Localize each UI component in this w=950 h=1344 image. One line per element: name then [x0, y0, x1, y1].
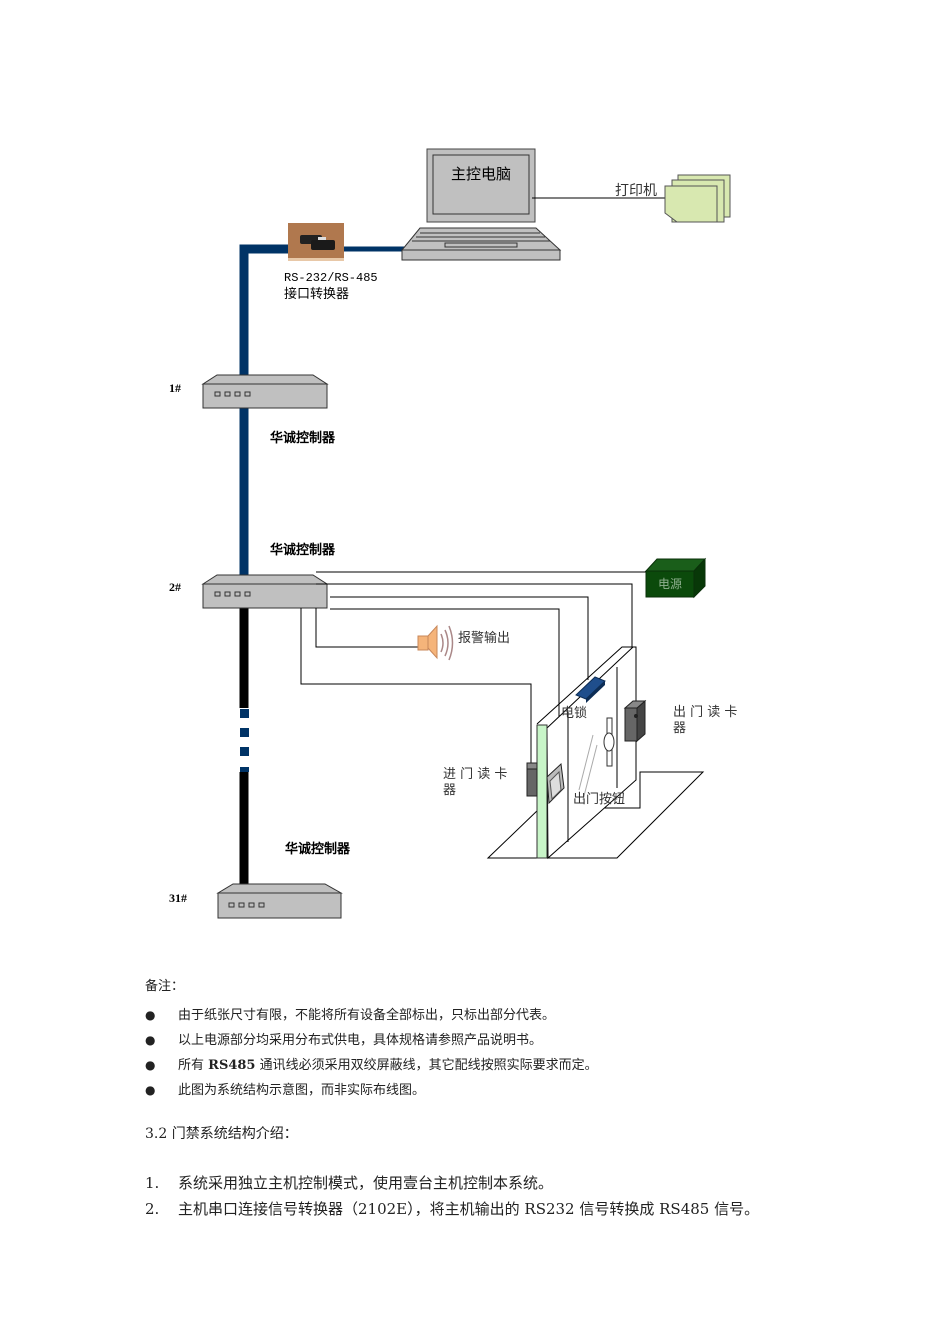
controller-2-icon: [201, 574, 329, 609]
bullet-icon: ●: [145, 1008, 156, 1022]
controller-1-label: 华诚控制器: [270, 430, 336, 446]
card-reader-plate-icon: [546, 762, 565, 805]
bus-dash: [240, 728, 249, 737]
step-text: 系统采用独立主机控制模式，使用壹台主机控制本系统。: [178, 1174, 554, 1192]
bus-segment-top: [239, 244, 290, 380]
printer-label: 打印机: [615, 182, 657, 199]
step-number: 2.: [145, 1200, 160, 1218]
alarm-output-label: 报警输出: [458, 630, 510, 646]
notes-title: 备注：: [145, 979, 185, 994]
controller-1-icon: [201, 374, 329, 409]
exit-card-reader-icon: [623, 699, 647, 743]
note-item: ● 所有 RS485 通讯线必须采用双绞屏蔽线，其它配线按照实际要求而定。: [145, 1053, 865, 1078]
electric-lock-icon: [575, 676, 606, 703]
alarm-speaker-icon: [417, 624, 454, 661]
step-text: 主机串口连接信号转换器（2102E），将主机输出的 RS232 信号转换成 RS…: [178, 1200, 760, 1218]
rs232-rs485-converter-icon: [288, 223, 344, 261]
controller-31-label: 华诚控制器: [285, 841, 351, 857]
note-text: 此图为系统结构示意图，而非实际布线图。: [178, 1083, 426, 1098]
system-structure-diagram: 主控电脑 打印机 RS-232/RS-485 接口转换器 1# 华诚控制器 华诚…: [169, 148, 737, 919]
bus-dash: [240, 767, 249, 772]
bullet-icon: ●: [145, 1033, 156, 1047]
entry-reader-label-line2: 器: [443, 783, 456, 798]
note-item: ● 以上电源部分均采用分布式供电，具体规格请参照产品说明书。: [145, 1028, 865, 1053]
entry-card-reader-icon: [526, 762, 538, 797]
bullet-icon: ●: [145, 1083, 156, 1097]
controller-31-number: 31#: [169, 891, 187, 905]
note-item: ● 由于纸张尺寸有限，不能将所有设备全部标出，只标出部分代表。: [145, 1003, 865, 1028]
host-computer-label: 主控电脑: [451, 165, 511, 183]
exit-reader-label-line2: 器: [673, 721, 686, 736]
controller-31-icon: [216, 883, 343, 919]
power-supply-icon: [644, 557, 707, 599]
controller-2-label: 华诚控制器: [270, 542, 336, 558]
controller-1-number: 1#: [169, 381, 181, 395]
converter-label-line2: 接口转换器: [284, 286, 349, 302]
electric-lock-label: 电锁: [561, 705, 587, 721]
exit-button-label: 出门按钮: [573, 792, 625, 807]
step-number: 1.: [145, 1174, 160, 1192]
entry-reader-label-line1: 进 门 读 卡: [443, 767, 507, 782]
exit-button-icon: [603, 717, 615, 767]
controller-2-number: 2#: [169, 580, 181, 594]
door-assembly-icon: [486, 646, 705, 860]
notes-section: 备注： ● 由于纸张尺寸有限，不能将所有设备全部标出，只标出部分代表。 ● 以上…: [145, 975, 865, 1103]
note-text-bold: RS485: [208, 1058, 256, 1073]
bus-dash: [240, 747, 249, 756]
host-computer-icon: [400, 148, 562, 261]
converter-label-line1: RS-232/RS-485: [284, 271, 378, 285]
steps-list: 1. 系统采用独立主机控制模式，使用壹台主机控制本系统。 2. 主机串口连接信号…: [145, 1170, 905, 1222]
section-heading: 3.2 门禁系统结构介绍：: [145, 1126, 298, 1142]
bullet-icon: ●: [145, 1058, 156, 1072]
bus-dash: [240, 709, 249, 718]
step-item: 2. 主机串口连接信号转换器（2102E），将主机输出的 RS232 信号转换成…: [145, 1196, 905, 1222]
exit-reader-label-line1: 出 门 读 卡: [673, 705, 737, 720]
step-item: 1. 系统采用独立主机控制模式，使用壹台主机控制本系统。: [145, 1170, 905, 1196]
note-item: ● 此图为系统结构示意图，而非实际布线图。: [145, 1078, 865, 1103]
rs485-bus: [239, 244, 404, 884]
note-text-post: 通讯线必须采用双绞屏蔽线，其它配线按照实际要求而定。: [255, 1058, 598, 1073]
note-text: 由于纸张尺寸有限，不能将所有设备全部标出，只标出部分代表。: [178, 1008, 556, 1023]
note-text: 以上电源部分均采用分布式供电，具体规格请参照产品说明书。: [178, 1033, 543, 1048]
note-text-pre: 所有: [178, 1058, 209, 1073]
power-supply-label: 电源: [658, 577, 682, 591]
printer-icon: [664, 174, 731, 223]
